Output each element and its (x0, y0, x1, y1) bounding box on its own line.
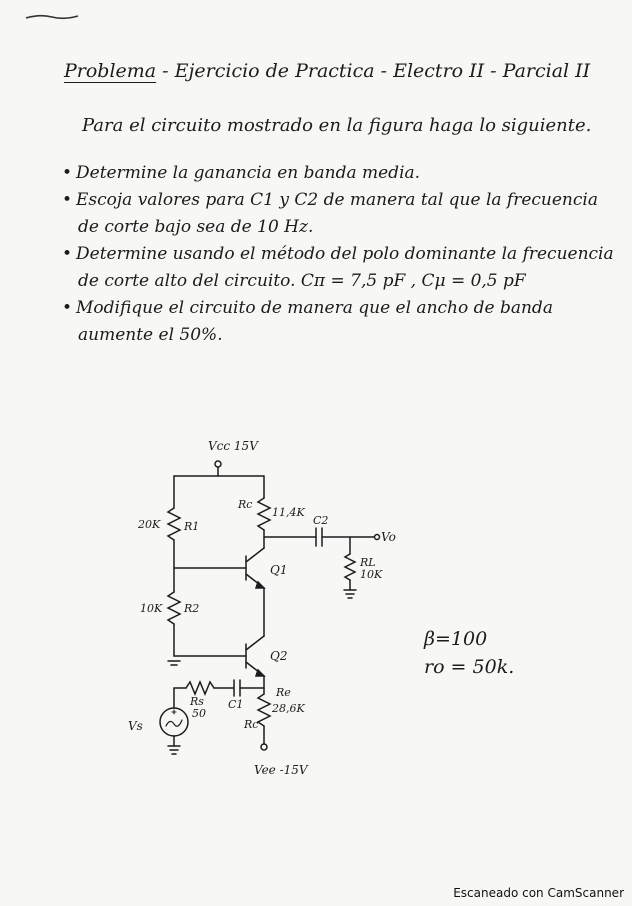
rs-resistor (185, 680, 215, 696)
rl-value: 10K (360, 568, 383, 581)
task-2-text-cont: de corte bajo sea de 10 Hz. (78, 217, 314, 237)
task-4-text: Modifique el circuito de manera que el a… (76, 298, 553, 318)
task-item-1: •Determine la ganancia en banda media. (62, 160, 622, 187)
r1-name: R1 (183, 520, 199, 533)
title-underlined: Problema (64, 60, 157, 82)
rc-resistor (256, 497, 272, 531)
vs-label: Vs (128, 719, 143, 733)
r1-resistor (166, 507, 182, 541)
re-resistor (256, 693, 272, 727)
task-item-4: •Modifique el circuito de manera que el … (62, 295, 622, 349)
c1-name: C1 (228, 698, 243, 711)
bullet-dot: • (62, 244, 73, 264)
problem-title: Problema - Ejercicio de Practica - Elect… (64, 60, 590, 82)
vo-terminal (373, 533, 381, 541)
bullet-dot: • (62, 190, 73, 210)
rl-resistor (343, 553, 357, 581)
vee-terminal (260, 743, 268, 751)
bullet-dot: • (62, 298, 73, 318)
scribble-mark (25, 14, 79, 20)
task-list: •Determine la ganancia en banda media. •… (62, 160, 622, 349)
bullet-dot: • (62, 163, 73, 183)
vcc-label: Vcc 15V (208, 439, 259, 453)
vee-label: Vee -15V (254, 763, 309, 777)
beta-value: β=100 (424, 628, 488, 650)
rc-value: 11,4K (272, 506, 305, 519)
scanner-watermark: Escaneado con CamScanner (453, 886, 624, 900)
r2-name: R2 (183, 602, 199, 615)
task-3-text: Determine usando el método del polo domi… (76, 244, 614, 264)
task-2-text: Escoja valores para C1 y C2 de manera ta… (76, 190, 598, 210)
r2-resistor (166, 591, 182, 625)
r2-value: 10K (140, 602, 163, 615)
task-4-text-cont: aumente el 50%. (78, 325, 223, 345)
task-1-text: Determine la ganancia en banda media. (76, 163, 421, 183)
rs-name: Rs (189, 695, 204, 708)
rc2-name: Rc (243, 718, 258, 731)
re-name: Re (275, 686, 291, 699)
q1-label: Q1 (270, 563, 287, 577)
rl-name: RL (359, 556, 376, 569)
task-item-2: •Escoja valores para C1 y C2 de manera t… (62, 187, 622, 241)
vcc-terminal (214, 460, 222, 468)
r1-value: 20K (137, 518, 161, 531)
re-value: 28,6K (271, 702, 305, 715)
rs-value: 50 (192, 707, 206, 720)
task-3-text-cont: de corte alto del circuito. Cπ = 7,5 pF … (78, 271, 526, 291)
title-rest: - Ejercicio de Practica - Electro II - P… (156, 60, 591, 82)
problem-intro: Para el circuito mostrado en la figura h… (82, 115, 592, 136)
q2-label: Q2 (270, 649, 287, 663)
rc-name: Rc (237, 498, 252, 511)
ro-value: ro = 50k. (424, 656, 515, 678)
vo-label: Vo (381, 530, 396, 544)
c2-name: C2 (313, 514, 328, 527)
task-item-3: •Determine usando el método del polo dom… (62, 241, 622, 295)
